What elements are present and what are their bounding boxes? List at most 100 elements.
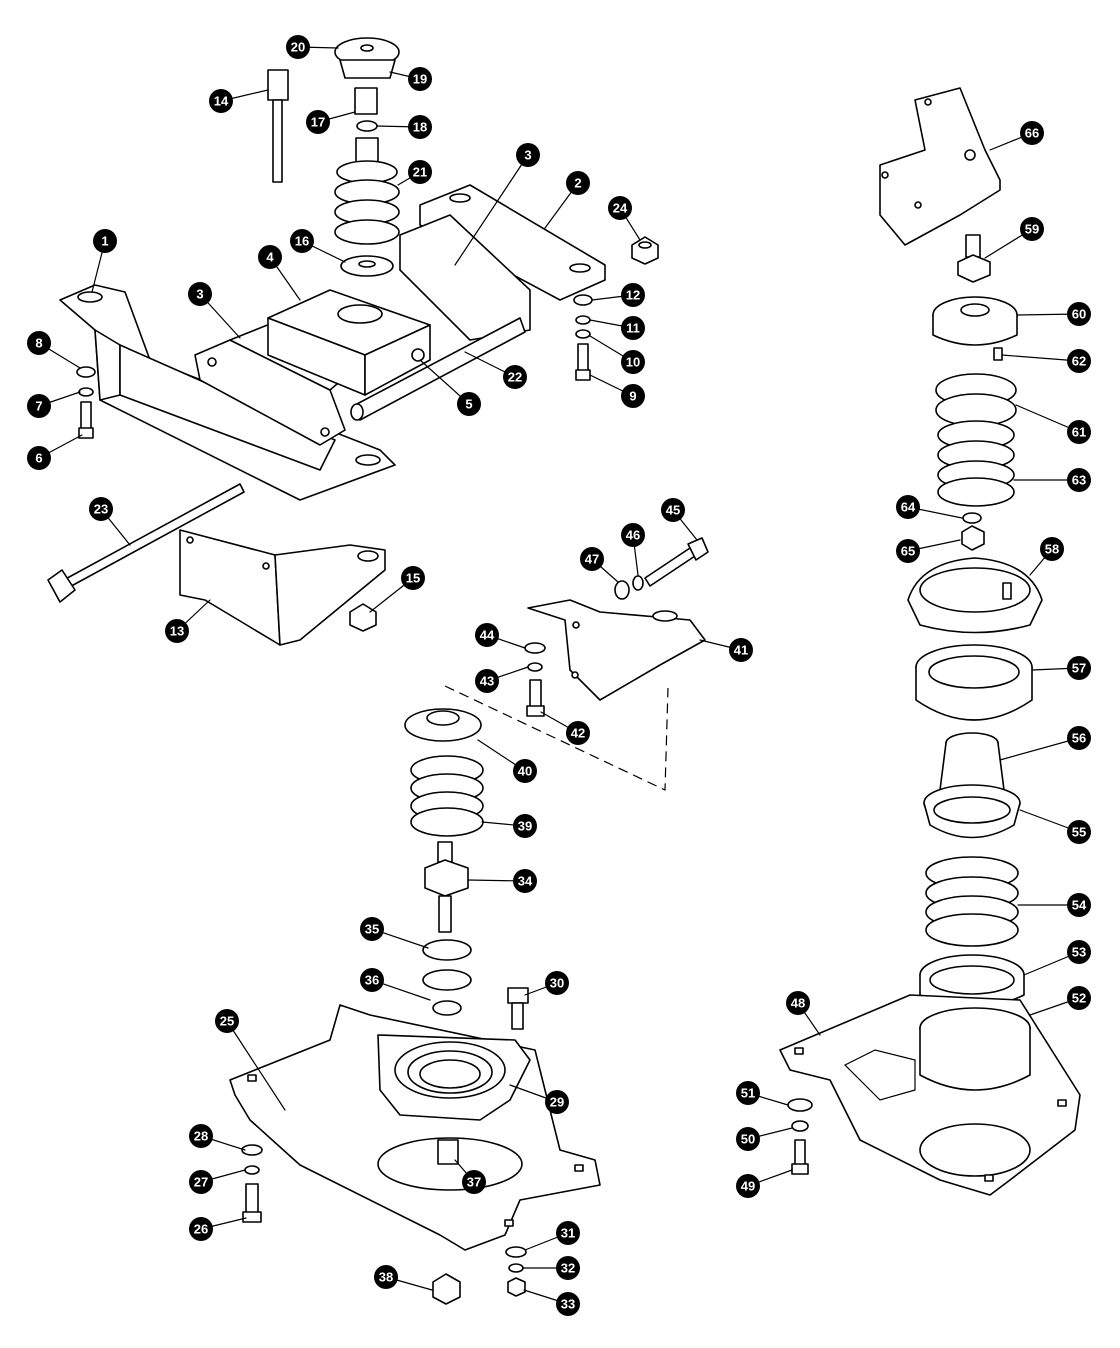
callout-circle — [661, 498, 685, 522]
callout-number: 63 — [1072, 473, 1086, 488]
callout-badge-63: 63 — [1067, 468, 1091, 492]
callout-badge-24: 24 — [608, 196, 632, 220]
stud-59 — [957, 234, 991, 283]
callout-badge-62: 62 — [1067, 349, 1091, 373]
callout-badge-57: 57 — [1067, 656, 1091, 680]
cup-55 — [923, 784, 1021, 839]
callout-circle — [188, 282, 212, 306]
bracket-41 — [527, 599, 706, 701]
callout-badge-25: 25 — [215, 1009, 239, 1033]
callout-circle — [896, 495, 920, 519]
callout-number: 37 — [467, 1175, 481, 1190]
callout-badge-5: 5 — [457, 392, 481, 416]
callout-badge-6: 6 — [27, 446, 51, 470]
callout-number: 42 — [571, 726, 585, 741]
callout-circle — [736, 1127, 760, 1151]
callout-badge-46: 46 — [621, 523, 645, 547]
leader-line-62 — [1001, 354, 1080, 362]
callout-badge-22: 22 — [503, 365, 527, 389]
rail-bracket-2-3 — [399, 184, 606, 341]
callout-circle — [1067, 940, 1091, 964]
callout-circle — [89, 497, 113, 521]
callout-number: 48 — [791, 996, 805, 1011]
callout-number: 7 — [35, 399, 42, 414]
callout-number: 31 — [561, 1226, 575, 1241]
callout-badge-7: 7 — [27, 394, 51, 418]
callout-circle — [621, 384, 645, 408]
callout-number: 50 — [741, 1132, 755, 1147]
callout-badge-18: 18 — [408, 115, 432, 139]
callout-badge-4: 4 — [258, 245, 282, 269]
callout-badge-60: 60 — [1067, 302, 1091, 326]
callout-badge-30: 30 — [545, 971, 569, 995]
callout-number: 6 — [35, 451, 42, 466]
callout-number: 4 — [266, 250, 274, 265]
callout-badge-42: 42 — [566, 721, 590, 745]
bolt-23 — [47, 483, 245, 603]
callout-circle — [556, 1292, 580, 1316]
callout-number: 56 — [1072, 731, 1086, 746]
hardware-31-32-33 — [505, 1246, 527, 1297]
callout-badge-14: 14 — [209, 89, 233, 113]
bolt-14 — [267, 69, 289, 183]
callout-circle — [457, 392, 481, 416]
callout-circle — [462, 1170, 486, 1194]
leader-line-25 — [226, 1020, 286, 1111]
callout-badge-23: 23 — [89, 497, 113, 521]
callout-circle — [215, 1009, 239, 1033]
callout-number: 8 — [35, 336, 42, 351]
bracket-66 — [879, 87, 1001, 246]
callout-number: 2 — [574, 176, 581, 191]
spring-cup-40 — [404, 708, 482, 742]
callout-badge-53: 53 — [1067, 940, 1091, 964]
leader-line-3 — [454, 154, 529, 266]
hardware-6-7-8 — [76, 366, 96, 439]
callout-badge-12: 12 — [621, 283, 645, 307]
callout-number: 33 — [561, 1297, 575, 1312]
callout-badge-3: 3 — [516, 143, 540, 167]
callout-badge-47: 47 — [580, 547, 604, 571]
callout-badge-36: 36 — [360, 968, 384, 992]
callout-number: 61 — [1072, 425, 1086, 440]
callout-badge-33: 33 — [556, 1292, 580, 1316]
callout-number: 3 — [524, 148, 531, 163]
spring-assembly-top — [334, 37, 400, 277]
callout-badge-16: 16 — [290, 229, 314, 253]
callout-badge-38: 38 — [374, 1265, 398, 1289]
callout-circle — [608, 196, 632, 220]
bumper-56 — [939, 732, 1005, 791]
callout-circle — [401, 566, 425, 590]
callout-circle — [545, 1090, 569, 1114]
callout-badge-26: 26 — [189, 1217, 213, 1241]
callout-circle — [513, 869, 537, 893]
callout-number: 64 — [901, 500, 916, 515]
callout-number: 45 — [666, 503, 680, 518]
callout-circle — [27, 394, 51, 418]
callout-badge-17: 17 — [306, 110, 330, 134]
callout-number: 51 — [741, 1086, 755, 1101]
callout-circle — [360, 968, 384, 992]
callout-circle — [360, 917, 384, 941]
callout-circle — [736, 1174, 760, 1198]
callout-badge-65: 65 — [896, 539, 920, 563]
callout-circle — [1067, 820, 1091, 844]
callout-circle — [1067, 656, 1091, 680]
callout-badge-19: 19 — [408, 67, 432, 91]
callout-circle — [545, 971, 569, 995]
callout-leader-lines — [38, 46, 1080, 1305]
callout-number: 26 — [194, 1222, 208, 1237]
callout-badge-44: 44 — [475, 623, 499, 647]
callout-circle — [475, 669, 499, 693]
callout-badge-31: 31 — [556, 1221, 580, 1245]
callout-badge-34: 34 — [513, 869, 537, 893]
callout-number: 39 — [518, 819, 532, 834]
callout-circle — [621, 283, 645, 307]
callout-circle — [1040, 537, 1064, 561]
callout-circle — [27, 331, 51, 355]
callout-circle — [1067, 893, 1091, 917]
callout-number: 9 — [629, 389, 636, 404]
callout-badge-9: 9 — [621, 384, 645, 408]
callout-number: 44 — [480, 628, 495, 643]
set-screw-5 — [411, 348, 425, 362]
callout-badge-39: 39 — [513, 814, 537, 838]
